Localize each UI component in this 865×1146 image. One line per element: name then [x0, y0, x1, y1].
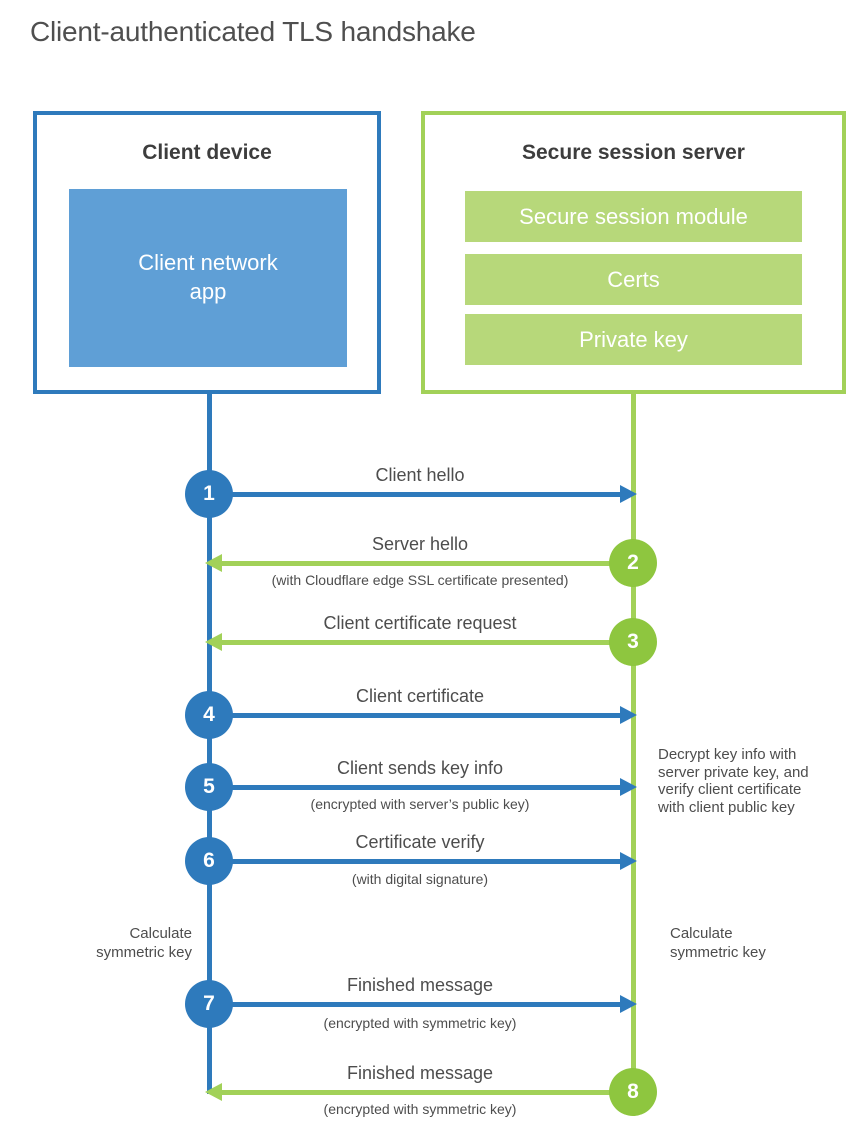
- step-7-arrow: [231, 1002, 621, 1007]
- step-6-sublabel: (with digital signature): [351, 871, 489, 887]
- step-5-arrowhead-icon: [620, 778, 637, 796]
- step-7-label: Finished message: [346, 975, 494, 995]
- step-2-arrowhead-icon: [205, 554, 222, 572]
- step-8-arrow: [221, 1090, 611, 1095]
- step-6-arrow: [231, 859, 621, 864]
- step-3-arrowhead-icon: [205, 633, 222, 651]
- step-3-arrow: [221, 640, 611, 645]
- step-8-label: Finished message: [346, 1063, 494, 1083]
- server-module-secure-session: Secure session module: [465, 191, 802, 242]
- step-3-label: Client certificate request: [323, 613, 517, 633]
- client-device-title: Client device: [142, 141, 272, 164]
- server-calculate-note: Calculate symmetric key: [670, 925, 766, 961]
- step-6-arrowhead-icon: [620, 852, 637, 870]
- step-1-arrowhead-icon: [620, 485, 637, 503]
- client-network-app-box: Client network app: [69, 189, 347, 367]
- server-module-private-key: Private key: [465, 314, 802, 365]
- step-8-arrowhead-icon: [205, 1083, 222, 1101]
- step-8-sublabel: (encrypted with symmetric key): [323, 1101, 517, 1117]
- server-module-certs: Certs: [465, 254, 802, 305]
- step-7-arrowhead-icon: [620, 995, 637, 1013]
- page-title: Client-authenticated TLS handshake: [30, 16, 476, 47]
- step-3-badge: 3: [609, 618, 657, 666]
- step-2-label: Server hello: [371, 534, 469, 554]
- client-device-box: Client device Client network app: [33, 111, 381, 394]
- secure-session-server-box: Secure session server Secure session mod…: [421, 111, 846, 394]
- step-4-badge: 4: [185, 691, 233, 739]
- step-4-arrow: [231, 713, 621, 718]
- step-5-sublabel: (encrypted with server’s public key): [310, 796, 530, 812]
- server-decrypt-note: Decrypt key info with server private key…: [658, 746, 809, 816]
- step-4-arrowhead-icon: [620, 706, 637, 724]
- client-calculate-note: Calculate symmetric key: [96, 925, 192, 961]
- step-7-badge: 7: [185, 980, 233, 1028]
- step-1-label: Client hello: [375, 465, 465, 485]
- secure-session-server-title: Secure session server: [522, 141, 745, 164]
- client-lifeline: [207, 392, 212, 1094]
- step-1-arrow: [231, 492, 621, 497]
- step-4-label: Client certificate: [355, 686, 485, 706]
- step-7-sublabel: (encrypted with symmetric key): [323, 1015, 517, 1031]
- step-6-label: Certificate verify: [355, 832, 485, 852]
- step-5-label: Client sends key info: [336, 758, 504, 778]
- step-6-badge: 6: [185, 837, 233, 885]
- step-2-sublabel: (with Cloudflare edge SSL certificate pr…: [271, 572, 569, 588]
- step-8-badge: 8: [609, 1068, 657, 1116]
- step-5-arrow: [231, 785, 621, 790]
- server-lifeline: [631, 392, 636, 1094]
- step-1-badge: 1: [185, 470, 233, 518]
- step-5-badge: 5: [185, 763, 233, 811]
- step-2-badge: 2: [609, 539, 657, 587]
- step-2-arrow: [221, 561, 611, 566]
